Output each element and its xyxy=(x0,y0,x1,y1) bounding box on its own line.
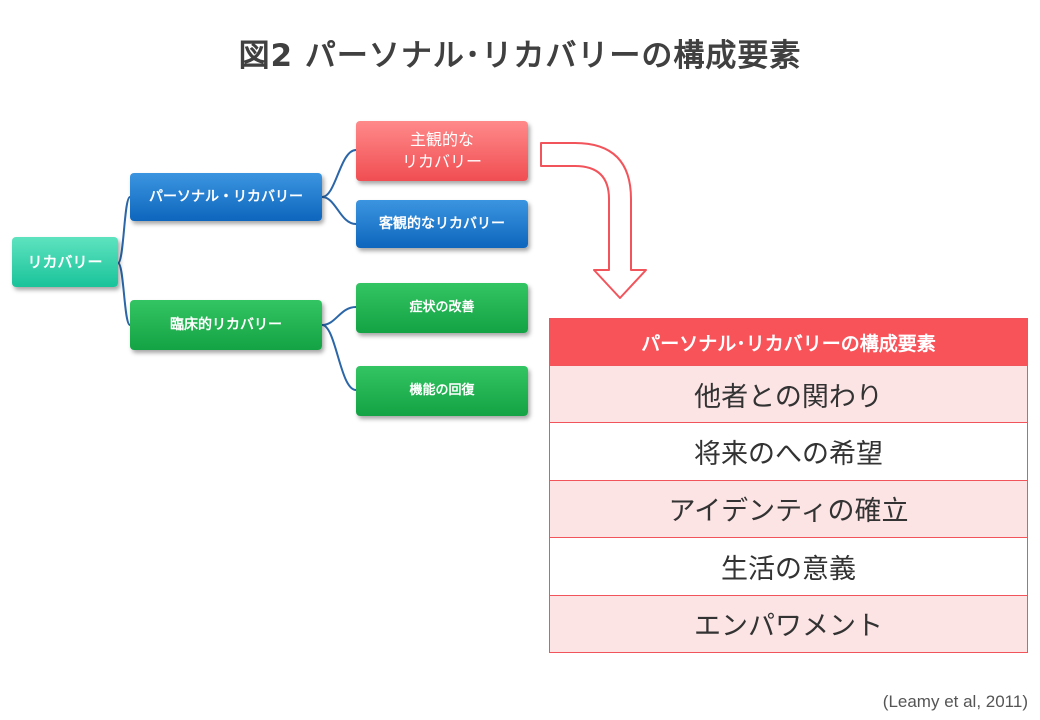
node-symptom-label: 症状の改善 xyxy=(409,300,475,316)
connector-clinical-symptom xyxy=(321,306,357,326)
node-objective-label: 客観的なリカバリー xyxy=(379,215,505,232)
node-symptom-improvement: 症状の改善 xyxy=(356,283,528,333)
components-table: パーソナル･リカバリーの構成要素 他者との関わり 将来のへの希望 アイデンティの… xyxy=(549,318,1028,653)
node-personal-label: パーソナル・リカバリー xyxy=(149,188,303,205)
root-node-recovery: リカバリー xyxy=(12,237,118,287)
connector-personal-objective xyxy=(321,196,357,225)
curved-arrow xyxy=(540,142,647,299)
component-item: エンパワメント xyxy=(550,594,1027,652)
components-table-header: パーソナル･リカバリーの構成要素 xyxy=(550,319,1027,365)
node-function-label: 機能の回復 xyxy=(409,383,475,399)
connector-personal-subjective xyxy=(321,149,357,198)
connector-root-clinical xyxy=(117,262,131,326)
component-item: 生活の意義 xyxy=(550,537,1027,595)
citation: (Leamy et al, 2011) xyxy=(882,692,1028,711)
connector-root-personal xyxy=(117,196,131,264)
component-item: 他者との関わり xyxy=(550,365,1027,423)
node-objective-recovery: 客観的なリカバリー xyxy=(356,200,528,248)
node-clinical-label: 臨床的リカバリー xyxy=(170,316,282,333)
component-item: アイデンティの確立 xyxy=(550,479,1027,538)
node-subjective-recovery: 主観的な リカバリー xyxy=(356,121,528,181)
diagram-title: 図2 パーソナル･リカバリーの構成要素 xyxy=(238,38,802,74)
node-function-recovery: 機能の回復 xyxy=(356,366,528,416)
node-subjective-label-1: 主観的な xyxy=(409,130,474,150)
root-node-label: リカバリー xyxy=(27,252,103,271)
node-clinical-recovery: 臨床的リカバリー xyxy=(130,300,322,350)
connector-clinical-function xyxy=(321,324,357,391)
node-subjective-label-2: リカバリー xyxy=(401,152,482,171)
node-personal-recovery: パーソナル・リカバリー xyxy=(130,173,322,221)
component-item: 将来のへの希望 xyxy=(550,422,1027,480)
